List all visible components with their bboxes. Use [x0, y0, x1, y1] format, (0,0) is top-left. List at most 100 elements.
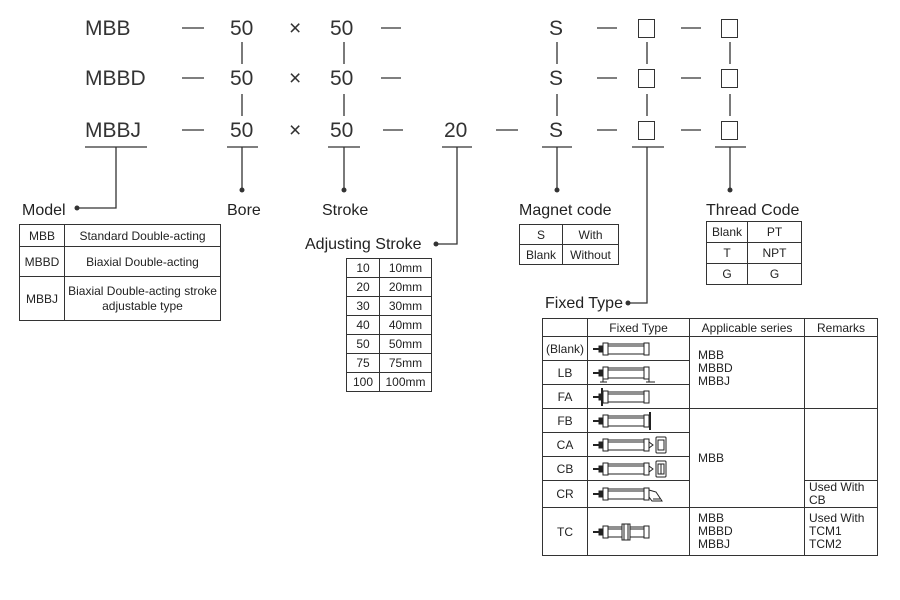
model-table: MBB Standard Double-acting MBBD Biaxial …	[19, 224, 221, 321]
thread-code-table: Blank PT T NPT G G	[706, 221, 802, 285]
remarks-cell	[804, 408, 878, 481]
adjust-value-cell: 40mm	[379, 315, 432, 335]
thread-code-cell: T	[706, 242, 748, 264]
adjust-code-cell: 30	[346, 296, 380, 316]
adjust-value-cell: 50mm	[379, 334, 432, 354]
stroke-caption: Stroke	[322, 202, 369, 219]
bore-caption: Bore	[227, 202, 261, 219]
magnet-code-caption: Magnet code	[519, 202, 612, 219]
header-remarks: Remarks	[804, 318, 878, 337]
fixed-type-box	[638, 69, 655, 88]
cylinder-trunnion-icon	[587, 507, 691, 556]
table-row: MBB Standard Double-acting	[19, 224, 221, 247]
fixed-code-cell: CR	[541, 480, 589, 508]
header-fixed-type: Fixed Type	[587, 318, 691, 337]
cylinder-front-flange-icon	[587, 384, 691, 409]
header-applicable-series: Applicable series	[689, 318, 806, 337]
thread-code-box	[721, 121, 738, 140]
table-row: FB MBB	[541, 408, 878, 508]
adjust-value-cell: 100mm	[379, 372, 432, 392]
times-sign: ×	[289, 17, 302, 40]
remarks-cell: Used With TCM1 TCM2	[804, 507, 878, 556]
model-desc-cell: Biaxial Double-acting	[64, 246, 221, 277]
cylinder-basic-icon	[587, 336, 691, 361]
adjust-code-cell: 20	[346, 277, 380, 297]
model-code: MBBD	[85, 67, 146, 90]
adjust-value-cell: 20mm	[379, 277, 432, 297]
table-row: CA	[541, 432, 878, 457]
adjust-value-cell: 30mm	[379, 296, 432, 316]
magnet-code-cell: S	[519, 224, 563, 245]
bore-code: 50	[230, 119, 254, 142]
fixed-code-cell: TC	[541, 507, 589, 556]
table-row: CR Used With CB	[541, 480, 878, 508]
table-row: FA	[541, 384, 878, 409]
thread-code-caption: Thread Code	[706, 202, 800, 219]
cylinder-rear-bracket-icon	[587, 480, 691, 508]
thread-value-cell: G	[747, 263, 802, 285]
model-code-cell: MBBJ	[19, 276, 65, 321]
adjusting-stroke-caption: Adjusting Stroke	[305, 236, 422, 253]
thread-code-cell: G	[706, 263, 748, 285]
times-sign: ×	[289, 119, 302, 142]
model-code: MBB	[85, 17, 131, 40]
remarks-cell: Used With CB	[804, 480, 878, 508]
magnet-value-cell: Without	[562, 244, 619, 265]
thread-value-cell: PT	[747, 221, 802, 243]
table-row: S With	[519, 224, 619, 245]
table-header-row: Fixed Type Applicable series Remarks	[541, 318, 878, 337]
applicable-series-cell: MBB	[689, 408, 806, 508]
times-sign: ×	[289, 67, 302, 90]
magnet-code: S	[549, 119, 564, 142]
model-code-cell: MBBD	[19, 246, 65, 277]
fixed-code-cell: (Blank)	[541, 336, 589, 361]
model-code: MBBJ	[85, 119, 142, 142]
magnet-code: S	[549, 67, 564, 90]
adjust-code-cell: 10	[346, 258, 380, 278]
bore-code: 50	[230, 17, 254, 40]
cylinder-single-clevis-icon	[587, 432, 691, 457]
table-row: G G	[706, 263, 802, 285]
fixed-code-cell: LB	[541, 360, 589, 385]
fixed-code-cell: FA	[541, 384, 589, 409]
cylinder-foot-mount-icon	[587, 360, 691, 385]
fixed-code-cell: FB	[541, 408, 589, 433]
adjust-code-cell: 40	[346, 315, 380, 335]
magnet-code-cell: Blank	[519, 244, 563, 265]
cylinder-double-clevis-icon	[587, 456, 691, 481]
adjust-value-cell: 10mm	[379, 258, 432, 278]
model-desc-cell: Standard Double-acting	[64, 224, 221, 247]
applicable-series-cell: MBB MBBD MBBJ	[689, 507, 806, 556]
header-code	[541, 318, 589, 337]
bore-code: 50	[230, 67, 254, 90]
adjust-code-cell: 75	[346, 353, 380, 373]
adjust-code-cell: 50	[346, 334, 380, 354]
cylinder-rear-flange-icon	[587, 408, 691, 433]
thread-code-box	[721, 69, 738, 88]
fixed-code-cell: CA	[541, 432, 589, 457]
model-caption: Model	[22, 202, 66, 219]
thread-code-box	[721, 19, 738, 38]
magnet-value-cell: With	[562, 224, 619, 245]
adjust-value-cell: 75mm	[379, 353, 432, 373]
fixed-type-box	[638, 121, 655, 140]
table-row: Blank PT	[706, 221, 802, 243]
thread-code-cell: Blank	[706, 221, 748, 243]
remarks-cell	[804, 336, 878, 409]
thread-value-cell: NPT	[747, 242, 802, 264]
table-row: MBBD Biaxial Double-acting	[19, 246, 221, 277]
table-row: Blank Without	[519, 244, 619, 265]
applicable-series-cell: MBB MBBD MBBJ	[689, 336, 806, 409]
table-row: (Blank) MBB MBBD MBBJ	[541, 336, 878, 409]
fixed-code-cell: CB	[541, 456, 589, 481]
magnet-code-table: S With Blank Without	[519, 224, 619, 265]
